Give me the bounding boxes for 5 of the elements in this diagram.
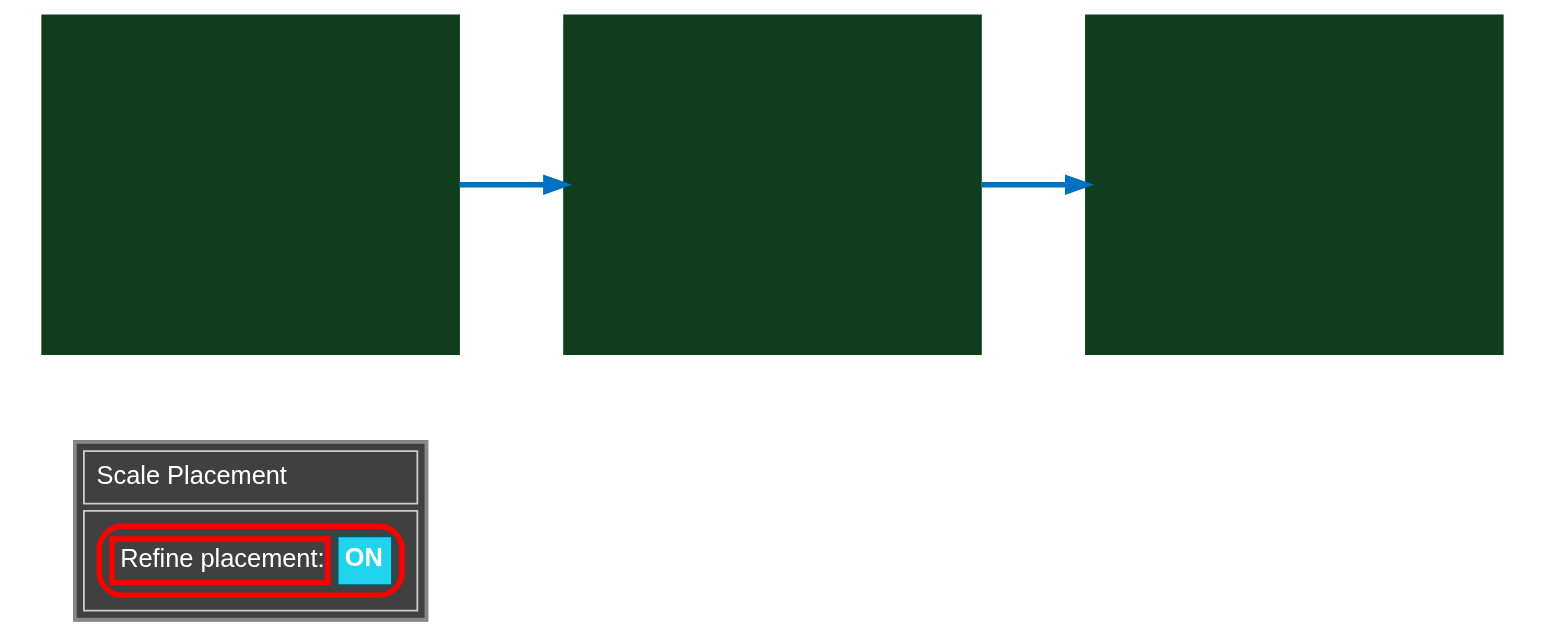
node-box xyxy=(563,14,982,356)
node-box xyxy=(41,14,460,356)
node-box xyxy=(1085,14,1504,356)
arrow xyxy=(981,174,1095,195)
arrow xyxy=(459,174,573,195)
